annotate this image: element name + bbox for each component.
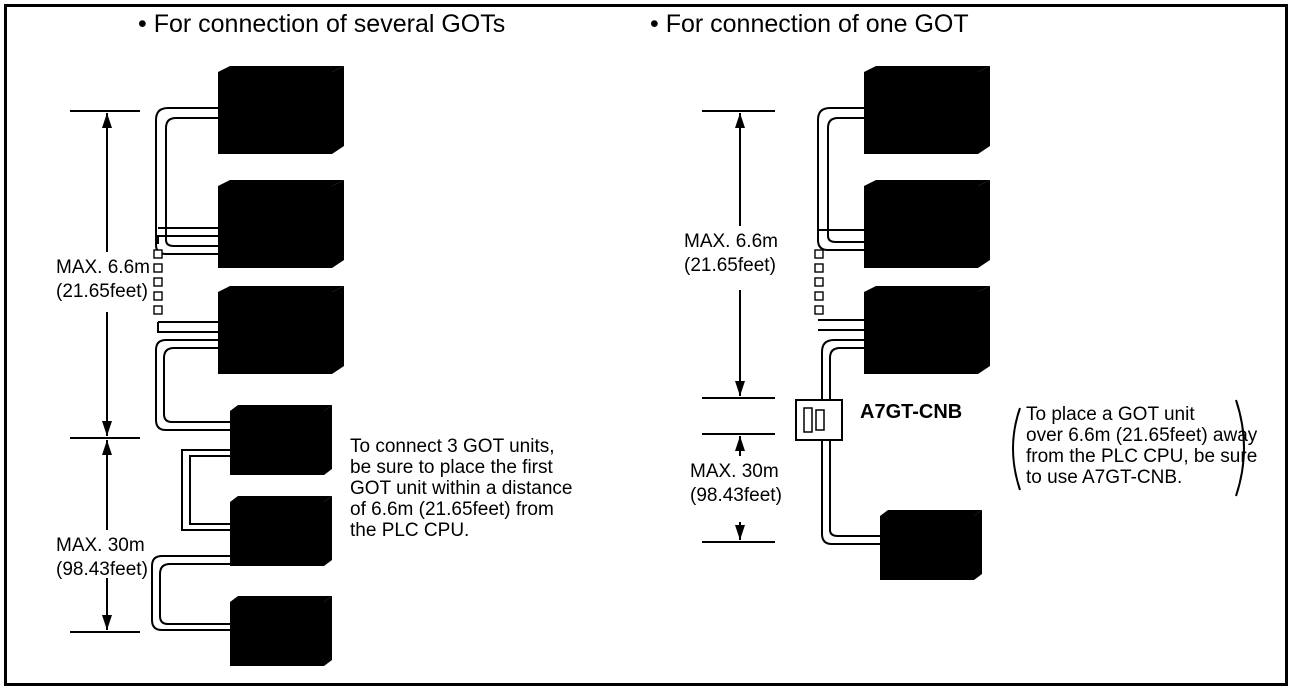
right-note-line-3: from the PLC CPU, be sure xyxy=(1026,446,1258,467)
left-heading: • For connection of several GOTs xyxy=(138,10,506,38)
right-cable-3 xyxy=(821,339,880,545)
diagram-frame xyxy=(4,4,1288,686)
left-note-line-4: of 6.6m (21.65feet) from xyxy=(350,499,554,520)
left-note-line-2: be sure to place the first xyxy=(350,457,553,478)
right-upper-dimension-label: MAX. 6.6m (21.65feet) xyxy=(684,230,794,278)
right-lower-dimension-label: MAX. 30m (98.43feet) xyxy=(690,460,800,508)
left-lower-dimension-feet: (98.43feet) xyxy=(56,559,148,580)
left-upper-dimension-value: MAX. 6.6m xyxy=(56,257,150,278)
right-note-line-1: To place a GOT unit xyxy=(1026,404,1195,425)
left-dimension-lower xyxy=(70,440,140,633)
left-note-line-5: the PLC CPU. xyxy=(350,520,470,541)
right-lower-dimension-feet: (98.43feet) xyxy=(690,485,782,506)
left-got-2 xyxy=(229,495,333,567)
right-note-brackets xyxy=(1012,399,1245,497)
a7gt-cnb-converter xyxy=(795,399,843,441)
left-note-line-3: GOT unit within a distance xyxy=(350,478,573,499)
right-dotted-chain xyxy=(814,249,824,315)
right-plc-cpu xyxy=(863,65,991,155)
right-heading: • For connection of one GOT xyxy=(650,10,969,38)
left-got-1 xyxy=(229,404,333,476)
left-dotted-chain xyxy=(153,249,163,315)
left-plc-cpu xyxy=(217,65,345,155)
right-upper-dimension-feet: (21.65feet) xyxy=(684,255,776,276)
left-got-3 xyxy=(229,595,333,667)
right-note-line-2: over 6.6m (21.65feet) away xyxy=(1026,425,1258,446)
left-note: To connect 3 GOT units, be sure to place… xyxy=(350,436,572,541)
right-lower-dimension-value: MAX. 30m xyxy=(690,461,779,482)
left-cable-4 xyxy=(181,449,232,531)
right-cable-1 xyxy=(817,107,876,251)
right-plc-3 xyxy=(863,285,991,375)
right-dimension-upper xyxy=(702,110,775,399)
left-plc-2 xyxy=(217,179,345,269)
left-lower-dimension-value: MAX. 30m xyxy=(56,535,145,556)
left-cable-5 xyxy=(151,555,232,631)
left-dimension-upper xyxy=(70,110,140,439)
right-plc-2 xyxy=(863,179,991,269)
right-note-line-4: to use A7GT-CNB. xyxy=(1026,467,1183,488)
right-dimension-lower xyxy=(702,433,775,543)
right-note: To place a GOT unit over 6.6m (21.65feet… xyxy=(1026,404,1257,488)
left-note-line-1: To connect 3 GOT units, xyxy=(350,436,555,457)
left-upper-dimension-feet: (21.65feet) xyxy=(56,281,148,302)
right-upper-dimension-value: MAX. 6.6m xyxy=(684,231,778,252)
left-upper-dimension-label: MAX. 6.6m (21.65feet) xyxy=(56,256,156,304)
left-lower-dimension-label: MAX. 30m (98.43feet) xyxy=(56,534,156,582)
a7gt-cnb-label: A7GT-CNB xyxy=(860,401,963,423)
right-got-1 xyxy=(879,509,983,581)
left-plc-3 xyxy=(217,285,345,375)
